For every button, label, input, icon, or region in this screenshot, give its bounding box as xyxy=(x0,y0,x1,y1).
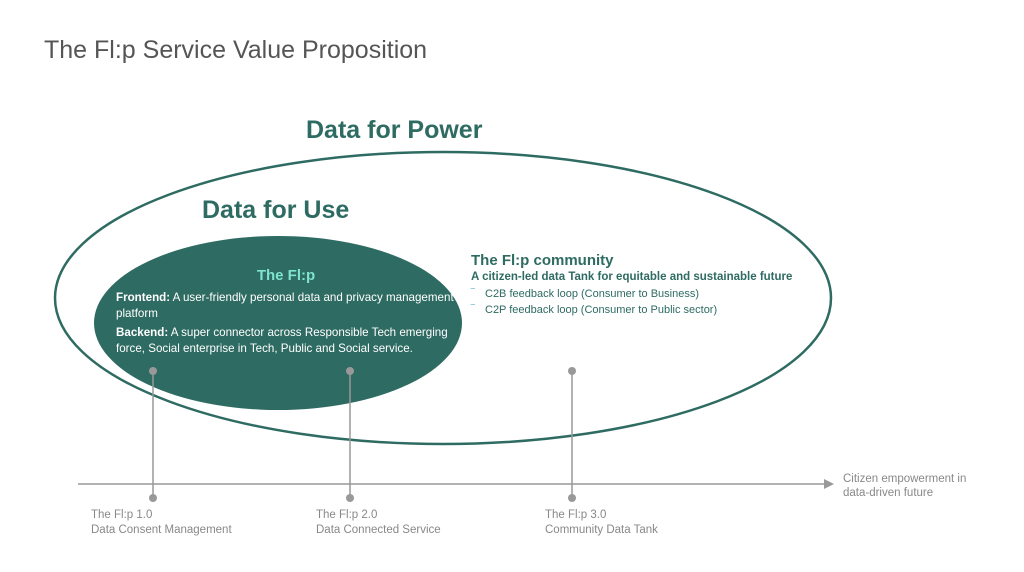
milestone-label-1: The Fl:p 1.0 Data Consent Management xyxy=(91,508,232,538)
data-for-power-label: Data for Power xyxy=(306,116,483,144)
flip-description: The Fl:p Frontend: A user-friendly perso… xyxy=(116,268,456,360)
feedback-loop-item: ‾ C2B feedback loop (Consumer to Business… xyxy=(471,286,831,302)
frontend-text: A user-friendly personal data and privac… xyxy=(116,291,454,320)
data-for-use-ellipse xyxy=(94,236,462,410)
milestone-marker-2 xyxy=(346,367,354,502)
data-for-use-label: Data for Use xyxy=(202,196,350,224)
milestone-version: The Fl:p 3.0 xyxy=(545,509,607,521)
milestone-name: Data Consent Management xyxy=(91,524,232,536)
timeline-arrowhead xyxy=(824,479,834,489)
backend-label: Backend: xyxy=(116,326,169,339)
backend-text: A super connector across Responsible Tec… xyxy=(116,326,448,355)
milestone-label-3: The Fl:p 3.0 Community Data Tank xyxy=(545,508,658,538)
community-block: The Fl:p community A citizen-led data Ta… xyxy=(471,252,831,318)
flip-title: The Fl:p xyxy=(256,267,316,284)
frontend-label: Frontend: xyxy=(116,291,171,304)
backend-description: Backend: A super connector across Respon… xyxy=(116,325,456,357)
milestone-name: Data Connected Service xyxy=(316,524,441,536)
feedback-loop-label: C2P feedback loop (Consumer to Public se… xyxy=(485,304,718,316)
dash-bullet-icon: ‾ xyxy=(471,304,475,316)
milestone-name: Community Data Tank xyxy=(545,524,658,536)
feedback-loop-label: C2B feedback loop (Consumer to Business) xyxy=(485,288,699,300)
timeline-axis-label: Citizen empowerment in data-driven futur… xyxy=(843,473,967,499)
milestone-version: The Fl:p 2.0 xyxy=(316,509,378,521)
data-for-power-ellipse xyxy=(53,150,833,446)
dash-bullet-icon: ‾ xyxy=(471,288,475,300)
slide-title: The Fl:p Service Value Proposition xyxy=(44,36,428,64)
feedback-loop-item: ‾ C2P feedback loop (Consumer to Public s… xyxy=(471,302,831,318)
milestone-marker-3 xyxy=(568,367,576,502)
milestone-marker-1 xyxy=(149,367,157,502)
milestone-version: The Fl:p 1.0 xyxy=(91,509,153,521)
community-title: The Fl:p community xyxy=(471,252,614,269)
community-subtitle: A citizen-led data Tank for equitable an… xyxy=(471,271,793,283)
milestone-label-2: The Fl:p 2.0 Data Connected Service xyxy=(316,508,441,538)
frontend-description: Frontend: A user-friendly personal data … xyxy=(116,290,456,322)
